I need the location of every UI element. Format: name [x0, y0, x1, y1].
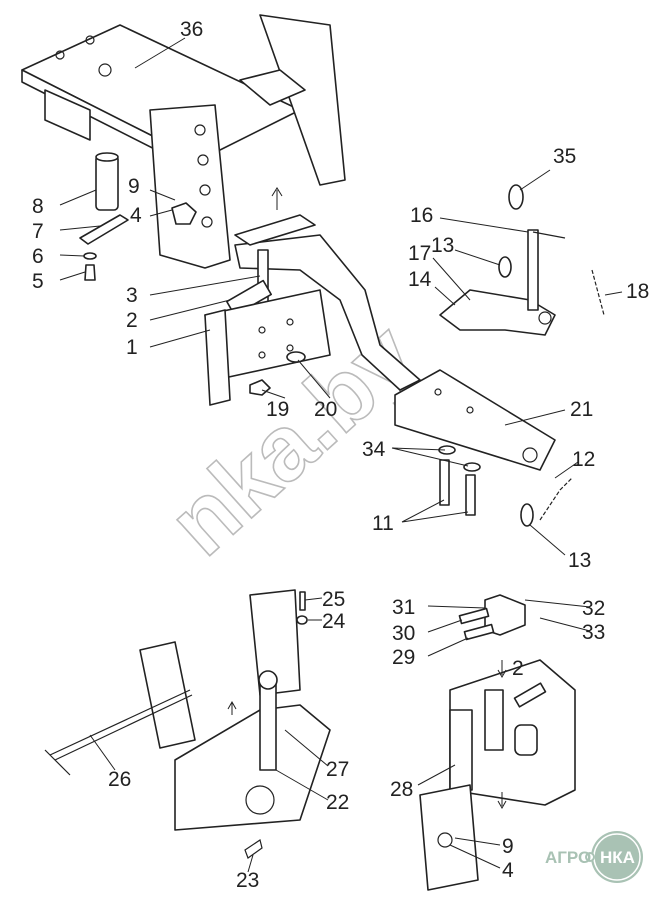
part-13-ring [498, 256, 512, 278]
callout-33: 33 [582, 621, 605, 644]
part-26-rod-assembly [44, 641, 196, 776]
callout-24: 24 [322, 610, 346, 633]
part-vertical-bracket [149, 104, 231, 269]
callout-22: 22 [326, 791, 349, 814]
callout-16: 16 [410, 204, 433, 227]
part-35-ring [508, 184, 524, 210]
part-31-block [458, 594, 526, 641]
logo-text-left: АГРО [545, 848, 591, 867]
callout-11: 11 [372, 512, 394, 535]
part-5-bolt [84, 264, 96, 281]
direction-arrows [227, 187, 507, 810]
callout-2-lower: 2 [512, 657, 524, 680]
callout-20: 20 [314, 398, 337, 421]
part-11-bolt-b [465, 474, 476, 516]
part-8-pin [95, 152, 119, 211]
part-11-bolt [439, 459, 450, 506]
callout-34: 34 [362, 438, 386, 461]
callout-2: 2 [126, 309, 138, 332]
part-12-chain [539, 477, 573, 521]
part-4-nut [171, 202, 197, 225]
callout-6: 6 [32, 245, 44, 268]
callout-12: 12 [572, 448, 595, 471]
part-18-chain [591, 269, 605, 316]
part-24-washer [296, 615, 308, 625]
callout-3: 3 [126, 284, 138, 307]
callout-4-lower: 4 [502, 859, 514, 882]
agronka-logo: АГРО НКА [545, 831, 643, 883]
callout-5: 5 [32, 270, 44, 293]
part-21-drawbar-end [394, 369, 556, 471]
callout-7: 7 [32, 220, 44, 243]
callout-35: 35 [553, 145, 576, 168]
callout-13: 13 [431, 234, 454, 257]
callout-30: 30 [392, 622, 415, 645]
callout-32: 32 [582, 597, 605, 620]
callout-1: 1 [126, 336, 138, 359]
callout-18: 18 [626, 280, 649, 303]
logo-text-right: НКА [600, 848, 635, 867]
callout-17: 17 [408, 242, 431, 265]
callout-13-lower: 13 [568, 549, 591, 572]
callout-14: 14 [408, 268, 432, 291]
part-6-washer [83, 252, 97, 260]
callout-8: 8 [32, 195, 44, 218]
part-23-clip [244, 839, 263, 859]
part-22-hitch [174, 589, 331, 831]
part-14-coupling [439, 229, 566, 336]
callout-23: 23 [236, 869, 259, 892]
callout-25: 25 [322, 588, 345, 611]
part-36-plate [21, 14, 346, 186]
callout-9-lower: 9 [502, 835, 514, 858]
callout-29: 29 [392, 646, 415, 669]
callout-26: 26 [108, 768, 131, 791]
callout-36: 36 [180, 18, 203, 41]
callout-21: 21 [570, 398, 593, 421]
callout-31: 31 [392, 596, 415, 619]
part-bracket-lower [419, 784, 479, 891]
part-20-washer [286, 351, 306, 363]
part-13-ring-lower [520, 503, 534, 527]
callout-28: 28 [390, 778, 413, 801]
callout-4: 4 [130, 204, 142, 227]
leader-lines [59, 37, 623, 873]
part-25-pin [299, 591, 306, 611]
part-7-plate [79, 214, 129, 245]
part-28-hitch-assembly [449, 659, 576, 806]
part-34-washer-b [463, 462, 481, 472]
callout-9: 9 [128, 175, 140, 198]
callout-19: 19 [266, 398, 289, 421]
callout-27: 27 [326, 758, 349, 781]
